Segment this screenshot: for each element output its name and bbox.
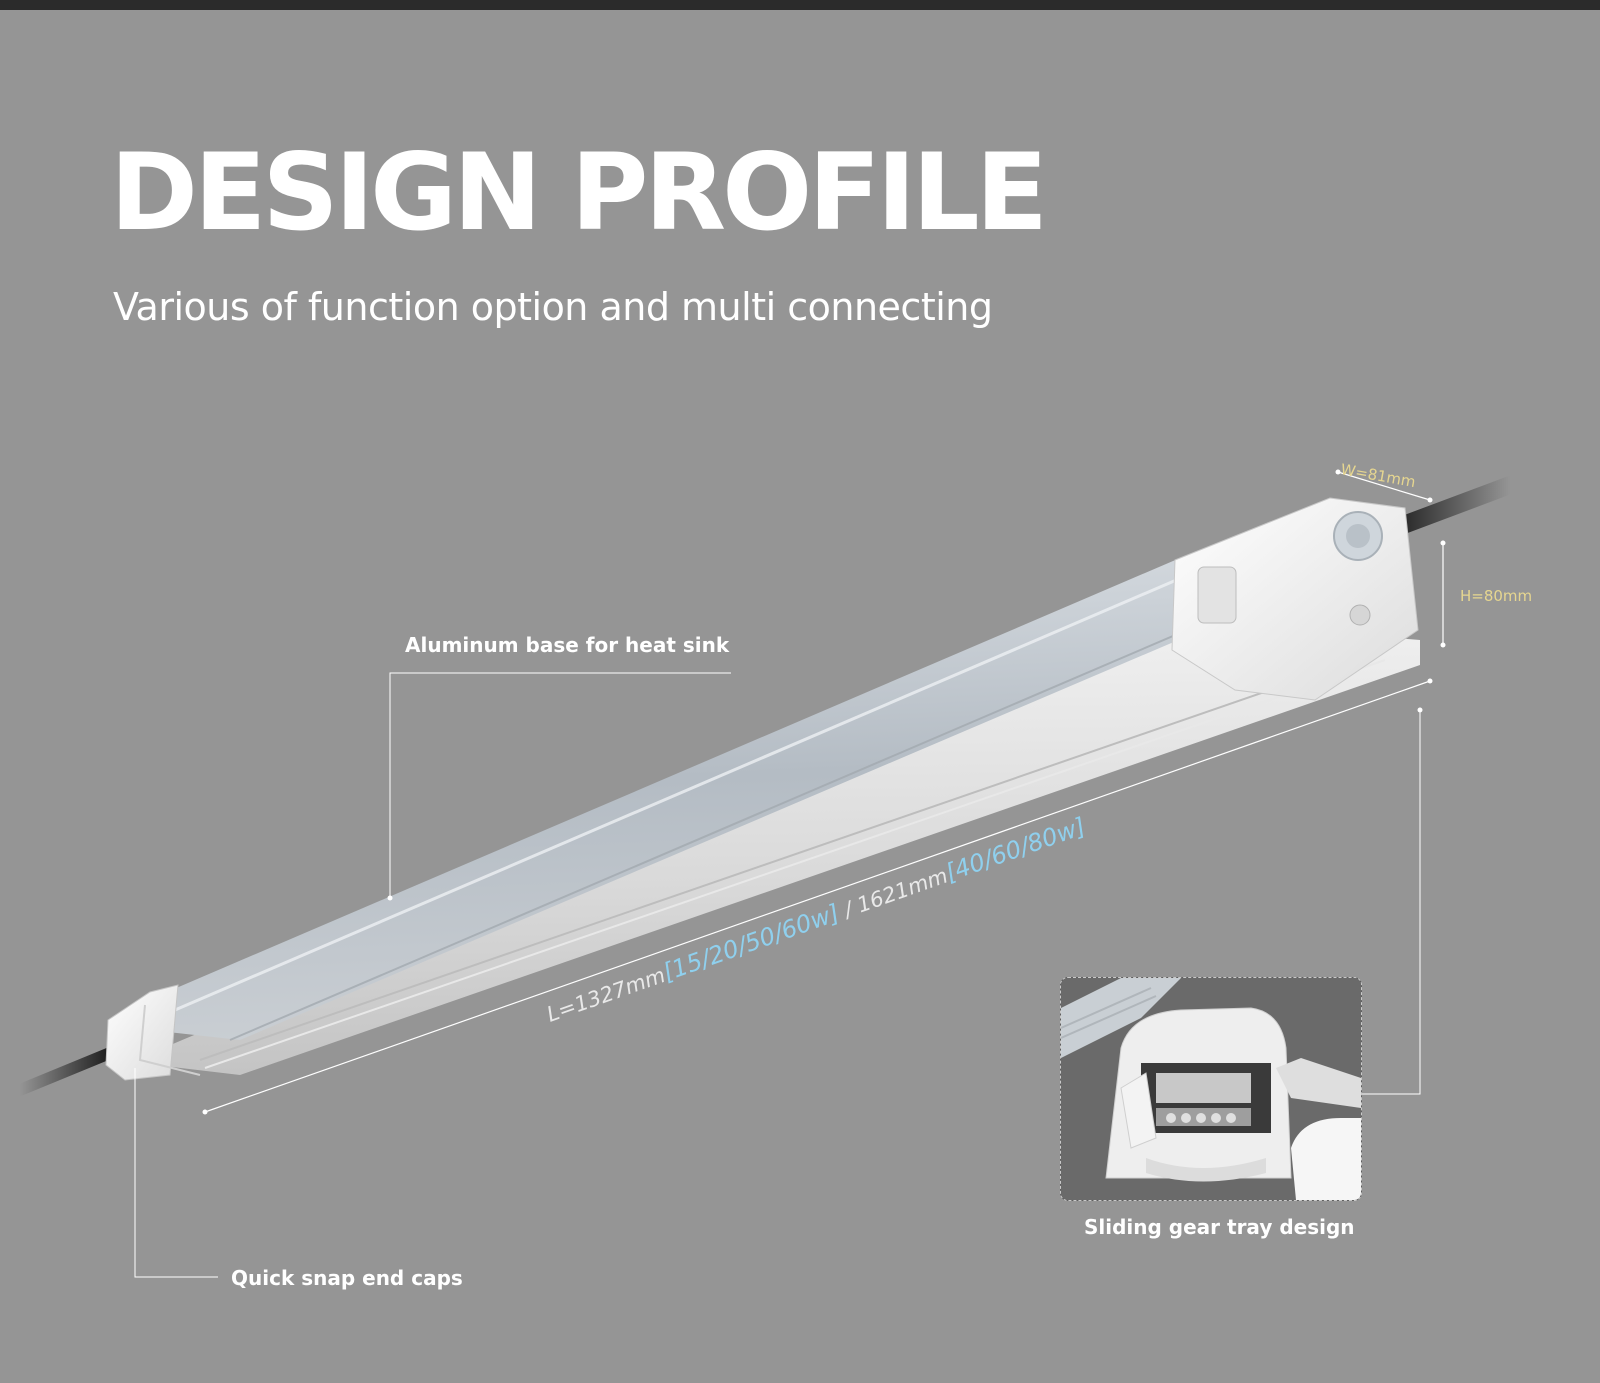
width-label: W=81mm [1339, 460, 1417, 491]
height-label: H=80mm [1460, 587, 1532, 605]
callout-gear-tray: Sliding gear tray design [1084, 1215, 1355, 1239]
callout-end-caps: Quick snap end caps [231, 1266, 463, 1290]
length-dimension-line [204, 680, 1431, 1113]
callout-heatsink: Aluminum base for heat sink [405, 633, 730, 657]
page-title: DESIGN PROFILE [110, 131, 1048, 254]
gear-tray-detail-image [1060, 977, 1362, 1201]
power-cable-right [1381, 476, 1519, 539]
geartray-leader [1361, 710, 1421, 1095]
sensor-dot [1349, 604, 1371, 626]
width-dimension-line [1337, 471, 1431, 501]
endcap-leader [134, 1068, 218, 1278]
aluminum-base [130, 620, 1420, 1075]
top-bar [0, 0, 1600, 10]
page-subtitle: Various of function option and multi con… [113, 285, 993, 329]
heatsink-leader [389, 672, 731, 898]
power-cable-left [14, 1047, 116, 1096]
diffuser-cover [150, 558, 1240, 1040]
gear-tray-illustration [1061, 978, 1361, 1200]
